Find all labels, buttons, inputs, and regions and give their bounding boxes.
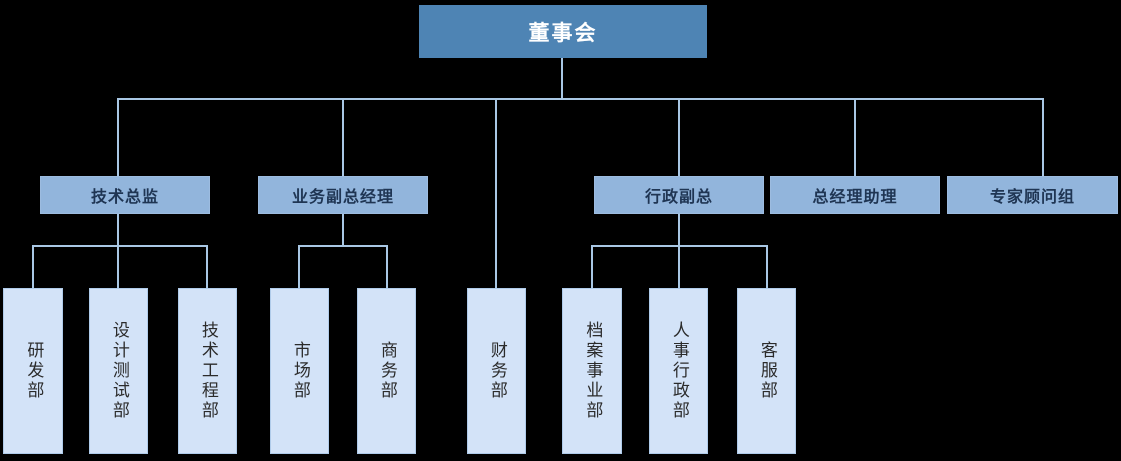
node-label: 商务部 (376, 341, 397, 401)
node-archive-dept[interactable]: 档案事业部 (562, 288, 622, 454)
connector-drop-rd-dept (32, 245, 34, 288)
node-label: 专家顾问组 (989, 187, 1075, 206)
node-label: 人事行政部 (668, 321, 689, 421)
connector-level2-bus (117, 98, 1044, 100)
node-rd-dept[interactable]: 研发部 (3, 288, 63, 454)
connector-bus-tech-director (32, 245, 208, 247)
node-label: 董事会 (528, 20, 598, 45)
connector-drop-finance-dept (495, 98, 497, 288)
node-business-vp[interactable]: 业务副总经理 (258, 176, 428, 214)
connector-drop-archive-dept (591, 245, 593, 288)
node-label: 行政副总 (644, 187, 713, 206)
connector-drop-design-test-dept (117, 245, 119, 288)
connector-drop-tech-eng-dept (206, 245, 208, 288)
node-marketing-dept[interactable]: 市场部 (270, 288, 329, 454)
node-label: 财务部 (486, 341, 507, 401)
connector-stem-tech-director (117, 214, 119, 247)
node-gm-assistant[interactable]: 总经理助理 (770, 176, 940, 214)
node-label: 技术总监 (90, 187, 159, 206)
node-label: 技术工程部 (197, 321, 218, 421)
node-label: 客服部 (756, 341, 777, 401)
connector-drop-hr-admin-dept (678, 245, 680, 288)
connector-stem-admin-vp (678, 214, 680, 247)
connector-drop-gm-assistant (854, 98, 856, 176)
node-customer-service-dept[interactable]: 客服部 (737, 288, 796, 454)
node-expert-advisory-group[interactable]: 专家顾问组 (947, 176, 1118, 214)
connector-drop-admin-vp (678, 98, 680, 176)
connector-bus-business-vp (298, 245, 388, 247)
node-tech-director[interactable]: 技术总监 (40, 176, 210, 214)
node-design-test-dept[interactable]: 设计测试部 (89, 288, 148, 454)
node-label: 市场部 (289, 341, 310, 401)
node-label: 业务副总经理 (291, 187, 394, 206)
node-admin-vp[interactable]: 行政副总 (594, 176, 764, 214)
node-label: 档案事业部 (582, 321, 603, 421)
connector-drop-customer-service-dept (766, 245, 768, 288)
node-finance-dept[interactable]: 财务部 (467, 288, 526, 454)
node-label: 研发部 (23, 341, 44, 401)
node-hr-admin-dept[interactable]: 人事行政部 (649, 288, 708, 454)
node-commerce-dept[interactable]: 商务部 (357, 288, 416, 454)
node-board-of-directors[interactable]: 董事会 (419, 5, 707, 58)
connector-root-stem (561, 58, 563, 100)
node-tech-eng-dept[interactable]: 技术工程部 (178, 288, 237, 454)
node-label: 总经理助理 (812, 187, 898, 206)
connector-drop-marketing-dept (298, 245, 300, 288)
connector-drop-commerce-dept (386, 245, 388, 288)
connector-stem-business-vp (342, 214, 344, 247)
node-label: 设计测试部 (108, 321, 129, 421)
connector-drop-expert-group (1042, 98, 1044, 176)
connector-drop-tech-director (117, 98, 119, 176)
connector-drop-business-vp (342, 98, 344, 176)
